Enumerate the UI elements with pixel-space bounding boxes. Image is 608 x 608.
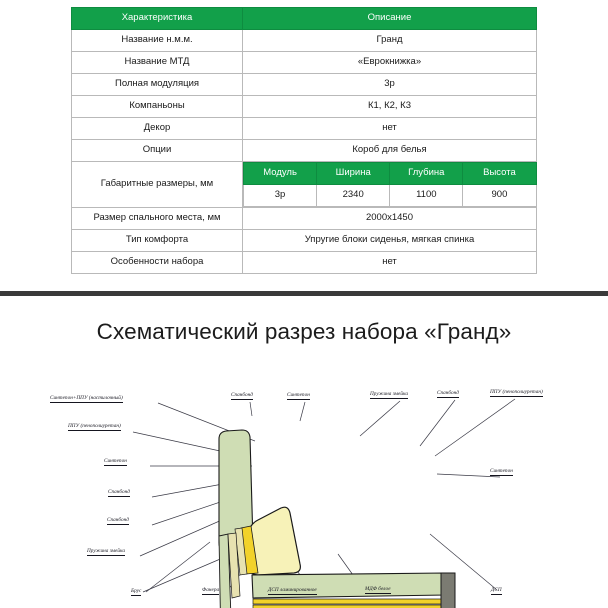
dimensions-label: Габаритные размеры, мм <box>71 161 243 208</box>
subheader-module: Модуль <box>242 162 318 185</box>
table-row: Опции Короб для белья <box>71 139 537 162</box>
row-value: К1, К2, К3 <box>242 95 537 118</box>
diagram-label: Спанбонд <box>437 390 459 398</box>
diagram-label: ДСП ламинированное <box>268 587 317 595</box>
table-row: Название н.м.м. Гранд <box>71 29 537 52</box>
seat-rail-middle <box>252 604 442 608</box>
diagram-label: Синтепон <box>287 392 310 400</box>
dimensions-nested-host: Модуль Ширина Глубина Высота 3р 2340 110… <box>242 162 537 208</box>
sofa-cross-section-drawing <box>132 398 516 608</box>
table-row: Размер спального места, мм 2000х1450 <box>71 207 537 230</box>
row-value: нет <box>242 251 537 274</box>
row-value: нет <box>242 117 537 140</box>
subheader-width: Ширина <box>316 162 391 185</box>
table-row: Полная модуляция 3р <box>71 73 537 96</box>
table-row: Название МТД «Еврокнижка» <box>71 51 537 74</box>
value-height: 900 <box>462 184 537 207</box>
diagram-label: Синтепон <box>104 458 127 466</box>
value-depth: 1100 <box>389 184 464 207</box>
row-label: Размер спального места, мм <box>71 207 243 230</box>
diagram-label: Синтепон+ППУ (настилочный) <box>50 395 123 403</box>
diagram-label: Спанбонд <box>108 489 130 497</box>
backrest-layer-strip <box>234 527 248 576</box>
diagram-label: ДСП <box>491 587 502 595</box>
subheader-height: Высота <box>462 162 537 185</box>
sofa-body <box>218 429 456 608</box>
section-divider <box>0 291 608 296</box>
diagram-label: ППУ (пенополиуретан) <box>68 423 121 431</box>
value-module: 3р <box>242 184 318 207</box>
subheader-depth: Глубина <box>389 162 464 185</box>
table-header-row: Характеристика Описание <box>71 7 537 30</box>
leader-lines <box>132 398 516 593</box>
row-value: Упругие блоки сиденья, мягкая спинка <box>242 229 537 252</box>
back-layer-cream <box>227 532 241 599</box>
row-label: Полная модуляция <box>71 73 243 96</box>
table-row: Особенности набора нет <box>71 251 537 274</box>
diagram-label: Спанбонд <box>231 392 253 400</box>
diagram-label: Пружина змейка <box>370 391 409 399</box>
backrest-cushion <box>248 506 301 576</box>
seat-rail-upper <box>252 598 442 605</box>
row-value: 3р <box>242 73 537 96</box>
row-label: Компаньоны <box>71 95 243 118</box>
diagram-label: Брус <box>131 588 142 596</box>
row-label: Название МТД <box>71 51 243 74</box>
specification-table: Характеристика Описание Название н.м.м. … <box>71 7 537 274</box>
table-row: Тип комфорта Упругие блоки сиденья, мягк… <box>71 229 537 252</box>
row-value: «Еврокнижка» <box>242 51 537 74</box>
diagram-label: Синтепон <box>490 468 513 476</box>
dimensions-value-row: 3р 2340 1100 900 <box>242 184 537 207</box>
row-label: Декор <box>71 117 243 140</box>
spec-table-section: Характеристика Описание Название н.м.м. … <box>0 0 608 292</box>
diagram-label: Спанбонд <box>107 517 129 525</box>
row-label: Опции <box>71 139 243 162</box>
header-characteristic: Характеристика <box>71 7 243 30</box>
diagram-label: МДФ белое <box>365 586 391 594</box>
table-row: Компаньоны К1, К2, К3 <box>71 95 537 118</box>
row-label: Особенности набора <box>71 251 243 274</box>
row-value: Короб для белья <box>242 139 537 162</box>
dimensions-subheader-row: Модуль Ширина Глубина Высота <box>242 162 537 185</box>
row-value: 2000х1450 <box>242 207 537 230</box>
row-label: Тип комфорта <box>71 229 243 252</box>
dimensions-row: Габаритные размеры, мм Модуль Ширина Глу… <box>71 161 537 208</box>
side-panel-upper <box>440 572 456 608</box>
diagram-label: Пружина змейка <box>87 548 126 556</box>
row-value: Гранд <box>242 29 537 52</box>
diagram-title: Схематический разрез набора «Гранд» <box>96 319 512 344</box>
diagram-label: ППУ (пенополиуретан) <box>490 389 543 397</box>
value-width: 2340 <box>316 184 391 207</box>
table-row: Декор нет <box>71 117 537 140</box>
diagram-section: Схематический разрез набора «Гранд» <box>0 296 608 608</box>
header-description: Описание <box>242 7 537 30</box>
dimensions-table: Модуль Ширина Глубина Высота 3р 2340 110… <box>242 162 537 207</box>
row-label: Название н.м.м. <box>71 29 243 52</box>
diagram-label: Фанера <box>202 587 220 595</box>
back-layer-green <box>218 533 232 608</box>
